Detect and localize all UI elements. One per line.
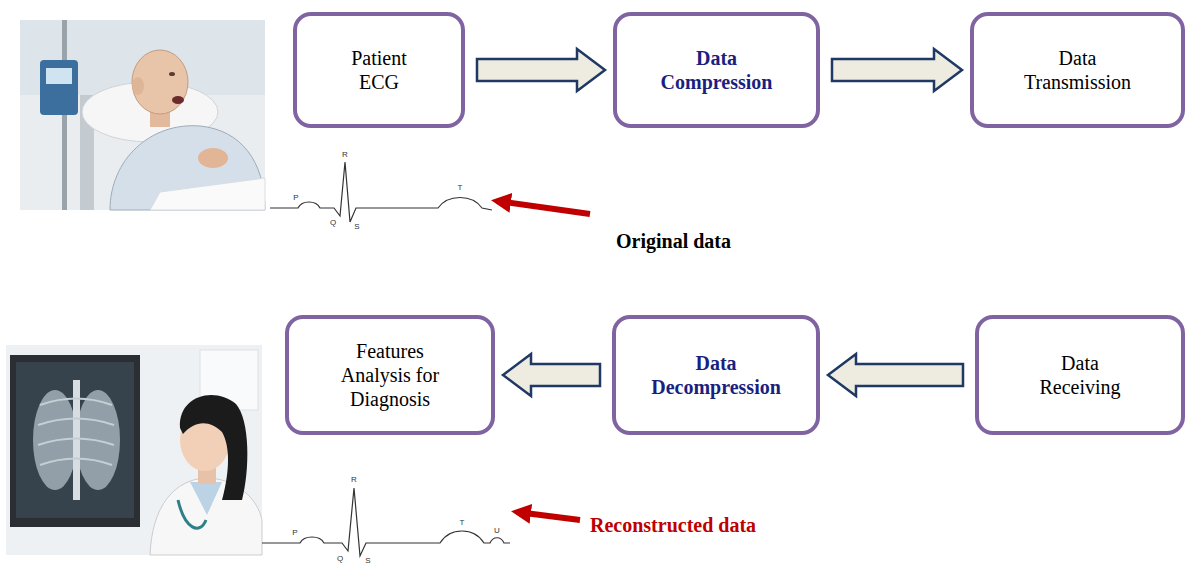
process-box: Patient ECG bbox=[293, 12, 465, 128]
wave-label: P bbox=[292, 528, 297, 537]
wave-label: S bbox=[365, 556, 370, 565]
patient-head bbox=[132, 50, 188, 114]
eye bbox=[169, 72, 175, 76]
xray-ribs bbox=[38, 399, 114, 466]
open-mouth bbox=[172, 96, 184, 104]
hospital-gown bbox=[110, 126, 265, 210]
wave-label: Q bbox=[337, 554, 343, 563]
patient-illustration bbox=[20, 20, 265, 210]
box-text: Data Transmission bbox=[1010, 46, 1145, 94]
wave-label: R bbox=[351, 475, 357, 484]
box-text: Data Compression bbox=[649, 46, 784, 94]
wave-label: R bbox=[342, 150, 348, 159]
block-arrow bbox=[477, 49, 605, 91]
ear bbox=[132, 77, 144, 95]
block-arrow bbox=[832, 49, 962, 91]
data-caption: Original data bbox=[616, 230, 731, 253]
block-arrow bbox=[828, 354, 963, 396]
scene-background bbox=[6, 345, 262, 555]
blanket bbox=[150, 178, 265, 210]
data-caption: Reconstructed data bbox=[590, 514, 756, 537]
scene-background bbox=[20, 20, 265, 210]
wave-label: S bbox=[354, 222, 359, 231]
process-box: Data Decompression bbox=[612, 315, 820, 435]
wave-label: Q bbox=[330, 218, 336, 227]
ecg-waveform bbox=[262, 488, 510, 556]
pump-screen bbox=[46, 68, 72, 84]
blouse bbox=[190, 482, 222, 515]
box-text: Features Analysis for Diagnosis bbox=[329, 339, 451, 411]
process-box: Data Receiving bbox=[975, 315, 1185, 435]
process-box: Features Analysis for Diagnosis bbox=[285, 315, 495, 435]
hair bbox=[180, 395, 247, 500]
wave-label: U bbox=[494, 526, 500, 535]
process-box: Data Compression bbox=[613, 12, 820, 128]
wave-label: T bbox=[458, 183, 463, 192]
lab-coat bbox=[150, 478, 262, 555]
stethoscope bbox=[178, 500, 206, 528]
wave-label: T bbox=[460, 518, 465, 527]
process-box: Data Transmission bbox=[970, 12, 1185, 128]
box-text: Data Decompression bbox=[641, 351, 791, 399]
block-arrow bbox=[503, 354, 600, 396]
wave-label: P bbox=[293, 193, 298, 202]
doctor-illustration bbox=[6, 345, 262, 555]
pointer-arrow bbox=[497, 201, 590, 214]
ecg-waveform bbox=[270, 162, 492, 222]
monitor bbox=[10, 355, 140, 527]
pointer-arrow bbox=[517, 512, 580, 520]
box-text: Patient ECG bbox=[332, 46, 427, 94]
infusion-pump bbox=[40, 60, 78, 115]
monitor-screen bbox=[16, 362, 134, 518]
hand bbox=[198, 148, 228, 168]
box-text: Data Receiving bbox=[1028, 351, 1133, 399]
